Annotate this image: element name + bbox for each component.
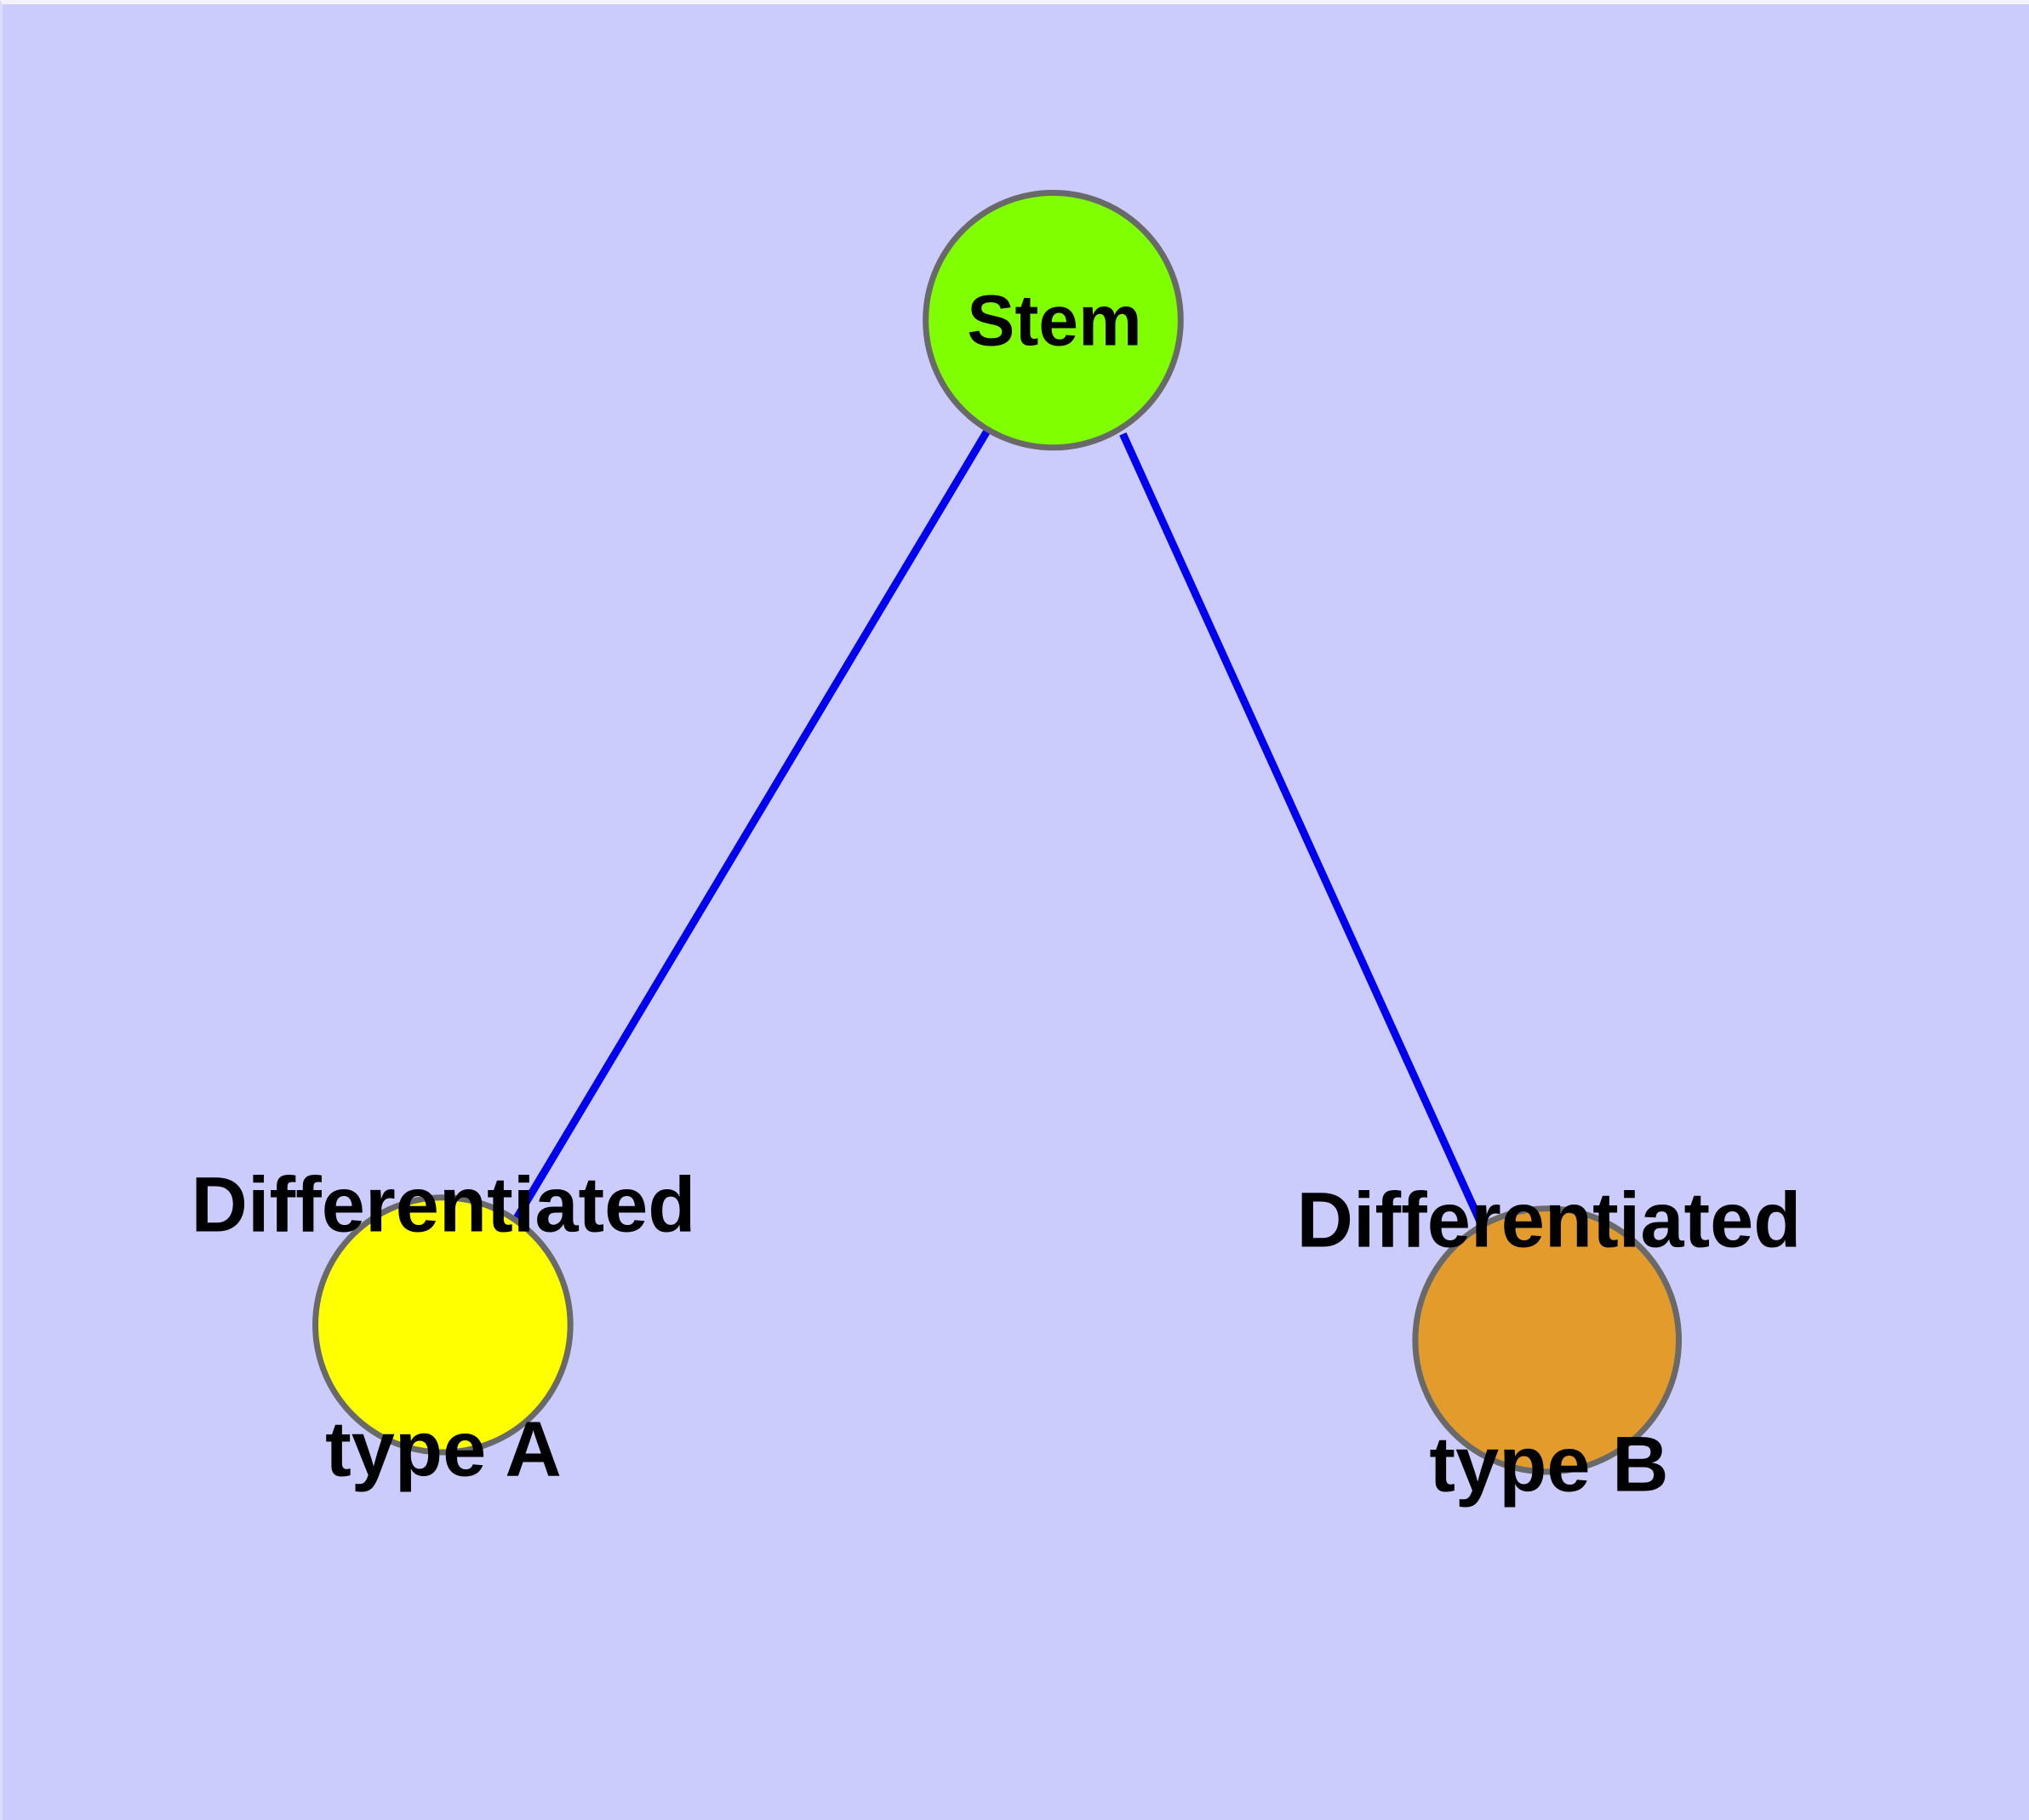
node-stem-circle[interactable]	[923, 189, 1184, 451]
node-differentiated-type-b-circle[interactable]	[1412, 1205, 1683, 1475]
node-layer	[312, 189, 1683, 1475]
edge-stem-to-differentiated-type-a[interactable]	[511, 429, 991, 1224]
edge-layer	[511, 429, 1484, 1225]
edge-stem-to-differentiated-type-b[interactable]	[1119, 432, 1484, 1225]
graph-svg	[312, 189, 1683, 1475]
node-differentiated-type-a-circle[interactable]	[312, 1194, 574, 1456]
